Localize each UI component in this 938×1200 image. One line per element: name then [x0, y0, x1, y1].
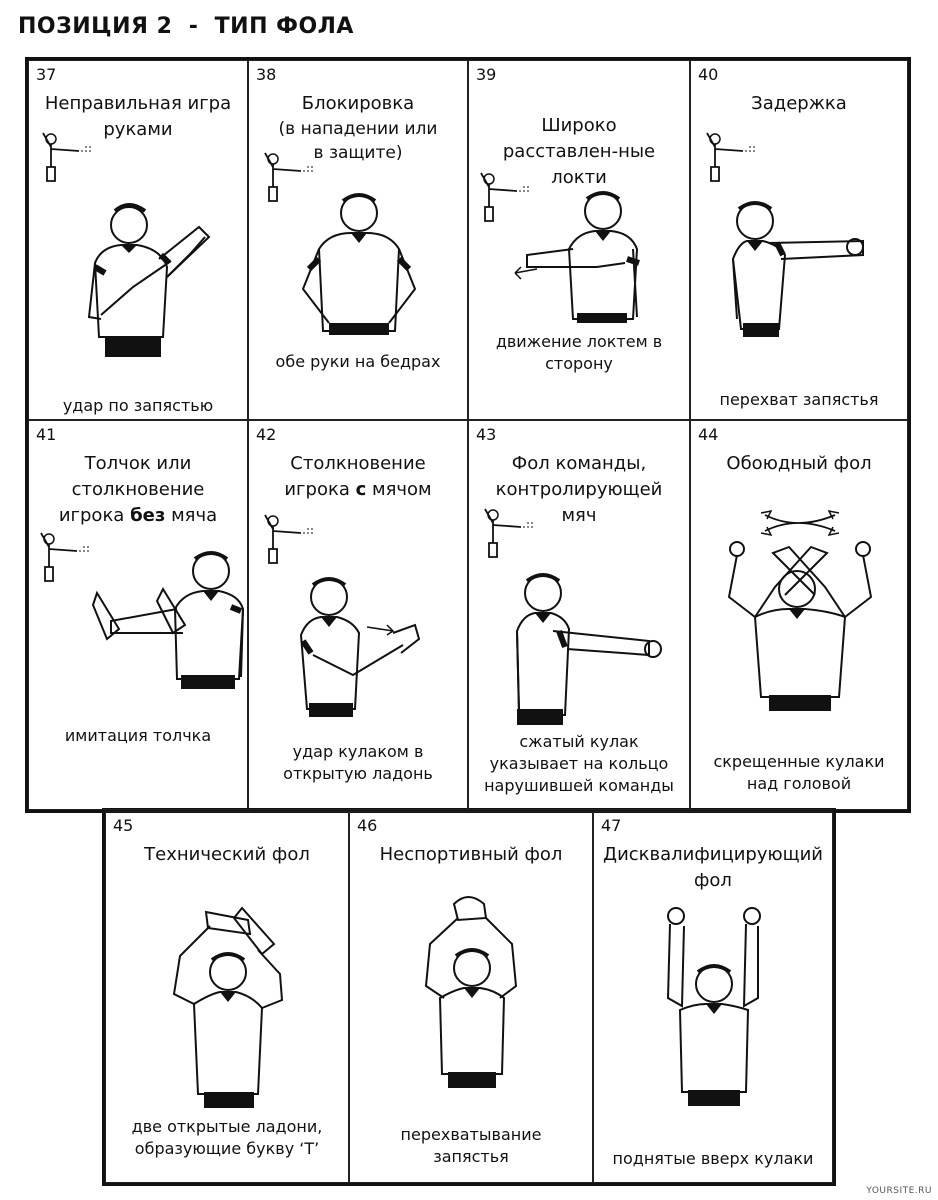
- signal-card-45: 45 Технический фол две открытые ладони, …: [105, 811, 349, 1183]
- signal-card-44: 44 Обоюдный фол скрещенные кулаки над го…: [690, 420, 908, 810]
- official-mini-icon: [40, 532, 91, 582]
- signal-number: 37: [36, 65, 57, 84]
- signal-card-46: 46 Неспортивный фол перехватывание запяс…: [349, 811, 593, 1183]
- signal-title: Толчок или столкновение игрока без мяча: [58, 453, 218, 526]
- signal-number: 47: [601, 816, 622, 835]
- signal-number: 43: [476, 425, 497, 444]
- signal-caption: имитация толчка: [64, 726, 212, 745]
- signal-caption: перехватывание запястья: [400, 1125, 542, 1166]
- signal-number: 40: [698, 65, 719, 84]
- signal-title: Широко расставлен-ные локти: [502, 115, 656, 188]
- referee-signal-figure: [172, 906, 284, 1108]
- referee-signal-figure: [666, 907, 761, 1106]
- signal-card-41: 41 Толчок или столкновение игрока без мя…: [28, 420, 248, 810]
- referee-signal-figure: [87, 203, 211, 357]
- signal-caption: две открытые ладони, образующие букву ‘T…: [131, 1117, 323, 1158]
- signal-title: Неправильная игра руками: [44, 93, 232, 140]
- referee-signal-figure: [424, 896, 518, 1088]
- referee-signal-figure: [514, 191, 640, 323]
- referee-signal-figure: [731, 201, 864, 337]
- official-mini-icon: [706, 132, 757, 182]
- referee-signal-figure: [301, 193, 417, 335]
- signal-title: Фол команды, контролирующей мяч: [495, 453, 663, 526]
- signal-number: 44: [698, 425, 719, 444]
- signal-card-43: 43 Фол команды, контролирующей мяч сжаты…: [468, 420, 690, 810]
- signal-card-40: 40 Задержка перехват запястья: [690, 60, 908, 420]
- watermark: YOURSITE.RU: [866, 1186, 932, 1196]
- signal-caption: обе руки на бедрах: [275, 352, 441, 371]
- signal-title-main: Блокировка: [301, 93, 415, 114]
- signal-card-47: 47 Дисквалифицирующий фол поднятые вверх…: [593, 811, 833, 1183]
- official-mini-icon: [480, 172, 531, 222]
- signal-title: Столкновение игрока с мячом: [284, 453, 432, 500]
- signal-number: 42: [256, 425, 277, 444]
- signal-caption: удар по запястью: [62, 396, 214, 415]
- referee-signal-figure: [515, 573, 662, 725]
- signal-title: Задержка: [751, 93, 847, 114]
- signal-number: 45: [113, 816, 134, 835]
- signal-number: 41: [36, 425, 57, 444]
- signal-title-emphasis: без: [130, 505, 166, 526]
- official-mini-icon: [484, 508, 535, 558]
- signal-title-emphasis: с: [355, 479, 367, 500]
- signal-caption: скрещенные кулаки над головой: [713, 752, 885, 793]
- signal-caption: удар кулаком в открытую ладонь: [283, 742, 433, 783]
- referee-signal-figure: [299, 577, 421, 717]
- signal-card-39: 39 Широко расставлен-ные локти движение …: [468, 60, 690, 420]
- signal-title: Блокировка (в нападении или в защите): [255, 91, 461, 165]
- signal-title: Обоюдный фол: [726, 453, 872, 474]
- signal-caption: сжатый кулак указывает на кольцо нарушив…: [484, 732, 674, 795]
- signal-card-38: 38 Блокировка (в нападении или в защите)…: [248, 60, 468, 420]
- signal-subtitle: (в нападении или в защите): [278, 119, 438, 163]
- signal-caption: перехват запястья: [719, 390, 879, 409]
- signal-card-37: 37 Неправильная игра руками удар по запя…: [28, 60, 248, 420]
- referee-signal-figure: [727, 509, 873, 711]
- signal-card-42: 42 Столкновение игрока с мячом удар кула…: [248, 420, 468, 810]
- signal-title: Неспортивный фол: [379, 844, 563, 865]
- signal-title: Технический фол: [144, 844, 310, 865]
- referee-signal-figure: [91, 551, 245, 689]
- official-mini-icon: [264, 514, 315, 564]
- signal-number: 39: [476, 65, 497, 84]
- official-mini-icon: [42, 132, 93, 182]
- signal-title: Дисквалифицирующий фол: [603, 844, 823, 891]
- signal-caption: поднятые вверх кулаки: [612, 1149, 814, 1168]
- official-mini-icon: [264, 152, 315, 202]
- signal-number: 38: [256, 65, 277, 84]
- signal-caption: движение локтем в сторону: [495, 332, 663, 373]
- signal-number: 46: [357, 816, 378, 835]
- page-title: ПОЗИЦИЯ 2 - ТИП ФОЛА: [18, 14, 354, 39]
